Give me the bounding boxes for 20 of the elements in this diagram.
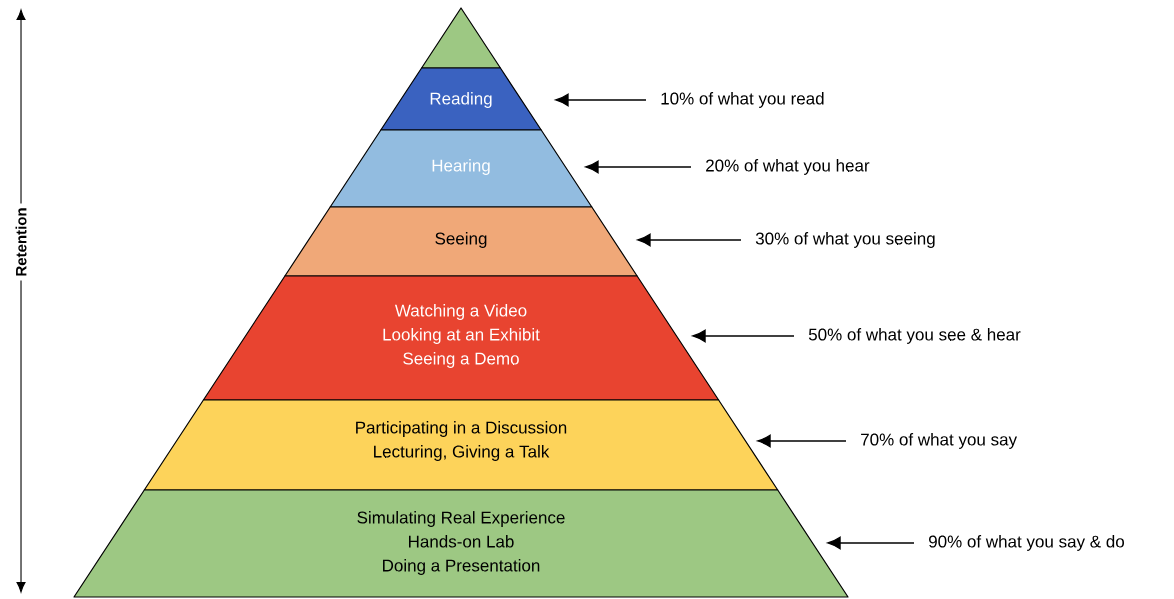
arrow (637, 233, 742, 247)
arrow (692, 329, 795, 343)
arrow (757, 434, 847, 448)
percentage-text: 50% of what you see & hear (808, 328, 1021, 344)
percentage-text: 30% of what you seeing (755, 232, 935, 248)
pyramid-tip (421, 7, 501, 69)
pyramid-layer: Seeing (284, 206, 638, 277)
percentage-text: 90% of what you say & do (929, 535, 1124, 551)
arrow (555, 93, 647, 107)
percentage-text: 20% of what you hear (706, 159, 870, 175)
percentage-text: 70% of what you say (861, 433, 1017, 449)
pyramid-layer: Simulating Real Experience Hands-on Lab Doing a Presentation (73, 489, 849, 598)
arrow (585, 160, 692, 174)
percentage-text: 10% of what you read (661, 92, 824, 108)
pyramid-layer: Hearing (329, 129, 593, 208)
arrow (827, 536, 915, 550)
pyramid-layer: Reading (380, 67, 542, 131)
pyramid-layer: Participating in a Discussion Lecturing, Giving a Talk (143, 399, 779, 491)
pyramid-layer: Watching a Video Looking at an Exhibit Seeing a Demo (202, 275, 720, 401)
axis-label: Retention (11, 203, 31, 281)
